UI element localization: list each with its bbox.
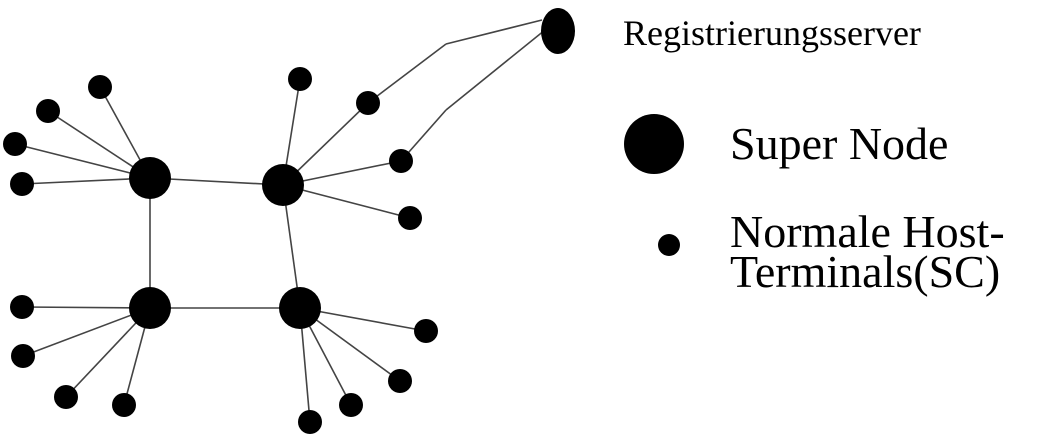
edge-sn1-sn2 <box>149 177 284 186</box>
edge-server-link <box>445 19 543 45</box>
legend-host-node-icon <box>658 234 680 256</box>
edge-sn1-host <box>21 177 151 185</box>
legend-super-node-icon <box>624 114 684 174</box>
host-node <box>339 393 363 417</box>
edge-host-server <box>367 43 447 104</box>
edge-sn4-host <box>299 307 427 332</box>
host-node <box>356 91 380 115</box>
edge-sn3-host <box>21 306 151 309</box>
host-node <box>298 410 322 434</box>
host-node <box>389 149 413 173</box>
host-node <box>288 67 312 91</box>
super-node <box>129 157 171 199</box>
super-nodes <box>129 157 321 329</box>
host-node <box>3 132 27 156</box>
edge-sn3-host <box>22 307 151 357</box>
legend-normal-host-line1: Normale Host- <box>730 206 1005 257</box>
host-node <box>88 75 112 99</box>
host-node <box>398 206 422 230</box>
host-node <box>11 344 35 368</box>
legend-super-node-label: Super Node <box>730 118 949 169</box>
edge-sn2-host <box>282 184 411 219</box>
super-node <box>129 287 171 329</box>
legend-server-label: Registrierungsserver <box>623 13 921 53</box>
edge-sn1-host <box>14 143 151 179</box>
super-node <box>279 287 321 329</box>
host-node <box>10 295 34 319</box>
host-node <box>36 99 60 123</box>
host-nodes <box>3 67 438 434</box>
host-node <box>388 369 412 393</box>
edge-server-link <box>445 29 546 111</box>
legend-normal-host-line2: Terminals(SC) <box>730 246 1001 297</box>
host-node <box>54 385 78 409</box>
super-node <box>262 164 304 206</box>
legend-normal-host-label: Normale Host- Terminals(SC) <box>730 206 1040 297</box>
host-node <box>112 393 136 417</box>
registration-server-node <box>541 8 575 54</box>
host-node <box>10 172 34 196</box>
host-node <box>414 319 438 343</box>
